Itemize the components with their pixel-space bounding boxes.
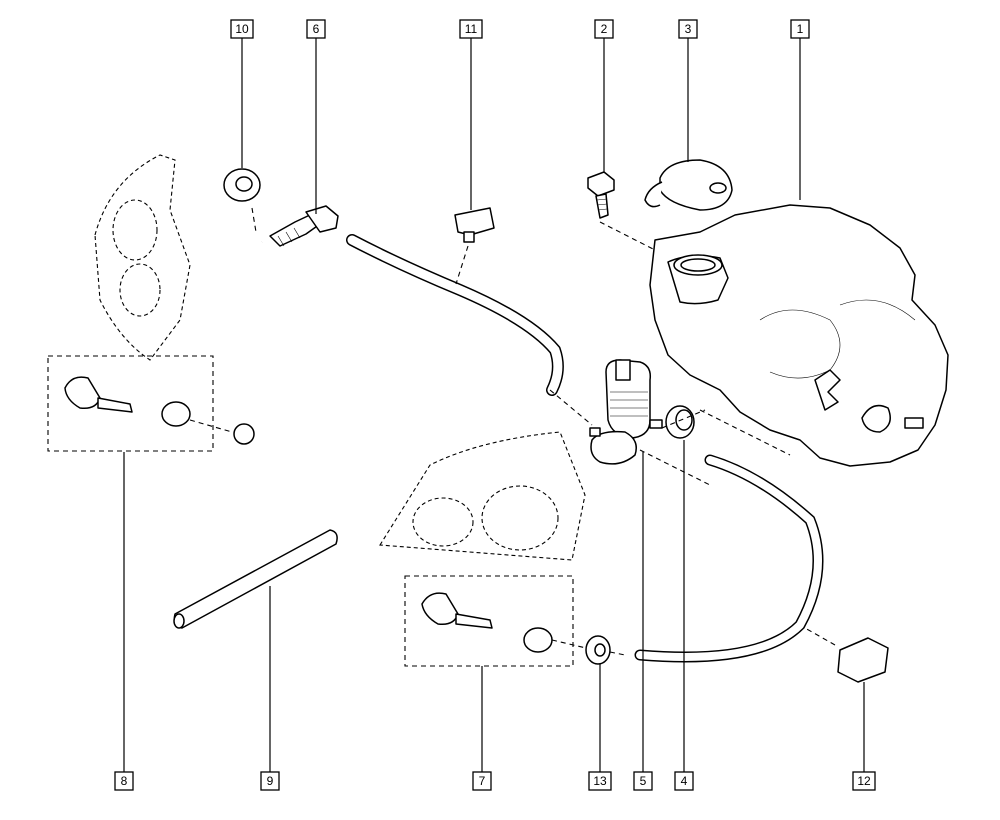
callout-13: 13	[588, 771, 612, 791]
fixing-bolt	[587, 171, 615, 219]
washer-pump	[589, 359, 663, 465]
svg-text:11: 11	[465, 22, 478, 36]
washer-reservoir	[649, 204, 949, 467]
callout-9: 9	[260, 771, 280, 791]
pump-grommet	[665, 405, 695, 439]
filler-cap	[644, 159, 733, 211]
upper-hose	[346, 234, 564, 396]
jet-nut	[585, 635, 611, 665]
lower-clip	[837, 637, 889, 683]
callout-6: 6	[306, 19, 326, 39]
left-jet-assembly	[47, 355, 255, 452]
svg-text:12: 12	[857, 774, 871, 788]
svg-text:3: 3	[685, 22, 692, 36]
hose-length	[173, 529, 338, 629]
svg-text:8: 8	[121, 774, 128, 788]
long-hose	[634, 454, 824, 663]
callout-12: 12	[852, 771, 876, 791]
svg-text:2: 2	[601, 22, 608, 36]
callout-7: 7	[472, 771, 492, 791]
svg-text:4: 4	[681, 774, 688, 788]
left-headlamp-outline	[94, 154, 191, 361]
svg-text:5: 5	[640, 774, 647, 788]
elbow-connector	[269, 205, 339, 247]
callout-11: 11	[459, 19, 483, 39]
right-headlamp-outline	[379, 431, 586, 561]
callout-5: 5	[633, 771, 653, 791]
svg-text:7: 7	[479, 774, 486, 788]
hose-clip	[454, 207, 495, 243]
callout-4: 4	[674, 771, 694, 791]
svg-text:10: 10	[235, 22, 249, 36]
right-jet-assembly	[404, 575, 574, 667]
callout-2: 2	[594, 19, 614, 39]
callout-3: 3	[678, 19, 698, 39]
callout-10: 10	[230, 19, 254, 39]
callout-8: 8	[114, 771, 134, 791]
svg-text:1: 1	[797, 22, 804, 36]
left-hose	[201, 239, 324, 443]
callout-1: 1	[790, 19, 810, 39]
svg-text:6: 6	[313, 22, 320, 36]
svg-text:13: 13	[593, 774, 607, 788]
upper-grommet	[223, 168, 261, 202]
svg-text:9: 9	[267, 774, 274, 788]
